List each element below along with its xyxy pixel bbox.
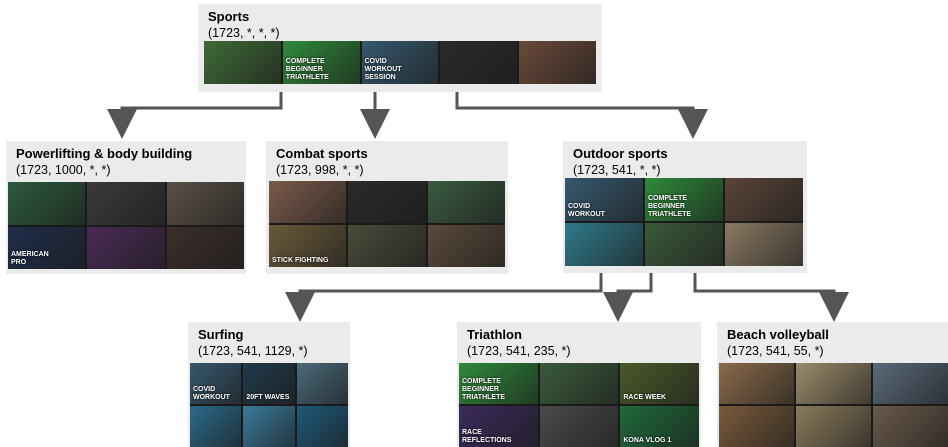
video-thumbnail (87, 182, 165, 225)
node-title: Surfing (198, 327, 244, 342)
video-thumbnail (873, 406, 948, 447)
node-counts: (1723, 1000, *, *) (16, 163, 111, 177)
video-thumbnail: COVID WORKOUT (190, 363, 242, 404)
video-thumbnail (873, 363, 948, 404)
video-thumbnail (348, 181, 426, 223)
video-thumbnail: 20FT WAVES (243, 363, 295, 404)
edge-outdoor-triathlon (603, 273, 653, 322)
video-thumbnail (796, 363, 871, 404)
video-thumbnail: COMPLETE BEGINNER TRIATHLETE (459, 363, 538, 404)
video-thumbnail (539, 406, 619, 447)
thumbnail-grid (719, 363, 948, 447)
video-thumbnail: RACE WEEK (620, 363, 699, 404)
node-counts: (1723, 541, 55, *) (727, 344, 824, 358)
video-thumbnail (725, 178, 803, 221)
video-thumbnail: COMPLETE BEGINNER TRIATHLETE (282, 41, 360, 84)
edge-root-powerlifting (107, 92, 283, 139)
thumbnail-caption: COVID WORKOUT SESSION (364, 58, 402, 81)
video-thumbnail: RACE REFLECTIONS (459, 406, 538, 447)
thumbnail-grid: COVID WORKOUT COMPLETE BEGINNER TRIATHLET… (565, 178, 803, 266)
video-thumbnail: AMERICAN PRO (8, 226, 86, 269)
video-thumbnail (645, 223, 723, 266)
video-thumbnail (719, 363, 794, 404)
video-thumbnail (348, 225, 426, 267)
node-counts: (1723, 541, *, *) (573, 163, 661, 177)
node-counts: (1723, *, *, *) (208, 26, 280, 40)
node-counts: (1723, 998, *, *) (276, 163, 364, 177)
thumbnail-caption: COVID WORKOUT (193, 386, 230, 401)
node-triathlon: Triathlon (1723, 541, 235, *) COMPLETE B… (457, 322, 701, 447)
thumbnail-caption: COVID WORKOUT (568, 203, 605, 218)
video-thumbnail: COVID WORKOUT SESSION (361, 41, 439, 84)
node-title: Powerlifting & body building (16, 146, 193, 161)
video-thumbnail (243, 406, 295, 447)
node-title: Sports (208, 9, 250, 24)
video-thumbnail (725, 223, 803, 266)
node-beach-volleyball: Beach volleyball (1723, 541, 55, *) (717, 322, 948, 447)
node-counts: (1723, 541, 1129, *) (198, 344, 308, 358)
video-thumbnail (190, 406, 242, 447)
video-thumbnail (719, 406, 794, 447)
node-title: Outdoor sports (573, 146, 668, 161)
video-thumbnail (8, 182, 86, 225)
node-counts: (1723, 541, 235, *) (467, 344, 571, 358)
node-sports: Sports (1723, *, *, *) COMPLETE BEGINNER… (198, 4, 602, 92)
thumbnail-caption: RACE REFLECTIONS (462, 429, 512, 444)
thumbnail-grid: STICK FIGHTING (269, 181, 505, 267)
video-thumbnail (269, 181, 347, 223)
video-thumbnail (519, 41, 596, 84)
video-thumbnail (539, 363, 619, 404)
video-thumbnail (166, 226, 244, 269)
video-thumbnail (166, 182, 244, 225)
thumbnail-strip: COMPLETE BEGINNER TRIATHLETE COVID WORKOU… (204, 41, 596, 84)
video-thumbnail (204, 41, 281, 84)
thumbnail-caption: STICK FIGHTING (272, 257, 329, 264)
thumbnail-caption: 20FT WAVES (246, 394, 290, 401)
thumbnail-caption: AMERICAN PRO (11, 251, 49, 266)
video-thumbnail (796, 406, 871, 447)
edge-outdoor-surfing (285, 273, 603, 322)
node-title: Combat sports (276, 146, 368, 161)
video-thumbnail: COMPLETE BEGINNER TRIATHLETE (645, 178, 723, 221)
thumbnail-grid: AMERICAN PRO (8, 182, 244, 269)
video-thumbnail: COVID WORKOUT (565, 178, 643, 221)
edge-root-outdoor (455, 92, 708, 139)
thumbnail-caption: RACE WEEK (623, 394, 667, 401)
thumbnail-caption: KONA VLOG 1 (623, 437, 672, 444)
video-thumbnail (87, 226, 165, 269)
thumbnail-grid: COVID WORKOUT 20FT WAVES (190, 363, 348, 447)
video-thumbnail (427, 181, 505, 223)
thumbnail-caption: COMPLETE BEGINNER TRIATHLETE (285, 58, 329, 81)
thumbnail-caption: COMPLETE BEGINNER TRIATHLETE (648, 195, 692, 218)
node-title: Triathlon (467, 327, 522, 342)
video-thumbnail (296, 363, 348, 404)
node-title: Beach volleyball (727, 327, 829, 342)
thumbnail-caption: COMPLETE BEGINNER TRIATHLETE (462, 378, 506, 401)
video-thumbnail (296, 406, 348, 447)
video-thumbnail (440, 41, 518, 84)
edge-outdoor-volleyball (693, 273, 849, 322)
video-thumbnail (565, 223, 643, 266)
node-outdoor-sports: Outdoor sports (1723, 541, *, *) COVID W… (563, 141, 807, 273)
node-powerlifting: Powerlifting & body building (1723, 1000… (6, 141, 246, 274)
node-combat-sports: Combat sports (1723, 998, *, *) STICK FI… (266, 141, 508, 274)
thumbnail-grid: COMPLETE BEGINNER TRIATHLETE RACE WEEK RAC… (459, 363, 699, 447)
video-thumbnail: STICK FIGHTING (269, 225, 347, 267)
video-thumbnail (427, 225, 505, 267)
node-surfing: Surfing (1723, 541, 1129, *) COVID WORKO… (188, 322, 350, 447)
video-thumbnail: KONA VLOG 1 (620, 406, 699, 447)
